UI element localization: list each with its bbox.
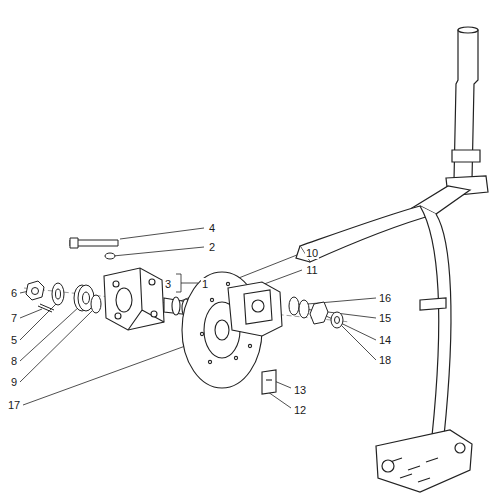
brake-disc bbox=[215, 320, 229, 340]
brake-caliper bbox=[244, 290, 272, 324]
washers bbox=[310, 302, 328, 324]
callout-number: 10 bbox=[305, 247, 319, 259]
washers bbox=[331, 312, 343, 328]
brake-disc bbox=[200, 332, 203, 335]
steering-fork bbox=[382, 460, 394, 472]
steering-fork bbox=[390, 458, 438, 482]
leader-line bbox=[322, 314, 376, 340]
steering-fork bbox=[300, 206, 436, 262]
small-parts bbox=[91, 295, 101, 313]
brake-disc bbox=[210, 298, 213, 301]
hub-body bbox=[151, 311, 157, 317]
small-parts bbox=[56, 289, 61, 299]
callout-number: 9 bbox=[10, 376, 18, 388]
callout-number: 12 bbox=[293, 404, 307, 416]
washers bbox=[289, 297, 299, 315]
steering-fork bbox=[420, 206, 451, 436]
callout-number: 14 bbox=[378, 334, 392, 346]
callout-number: 5 bbox=[10, 334, 18, 346]
brake-caliper bbox=[228, 282, 282, 394]
steering-fork bbox=[458, 27, 478, 33]
brake-caliper bbox=[262, 370, 276, 394]
hub-body bbox=[172, 297, 180, 315]
steering-fork bbox=[296, 27, 488, 492]
leader-line bbox=[20, 304, 56, 340]
small-parts bbox=[83, 292, 90, 304]
hub-body bbox=[116, 288, 132, 312]
callout-number: 15 bbox=[378, 312, 392, 324]
callout-number: 17 bbox=[7, 399, 21, 411]
brake-disc bbox=[226, 282, 229, 285]
brake-disc bbox=[234, 356, 237, 359]
leader-line bbox=[268, 392, 291, 408]
callout-number: 13 bbox=[293, 384, 307, 396]
brake-caliper bbox=[228, 282, 282, 336]
steering-fork bbox=[452, 150, 480, 162]
callout-number: 2 bbox=[208, 241, 216, 253]
callout-number: 11 bbox=[305, 264, 318, 276]
hub-body bbox=[104, 268, 164, 330]
callout-number: 7 bbox=[10, 312, 18, 324]
washers bbox=[335, 317, 340, 324]
hub-body bbox=[149, 279, 155, 285]
leader-line bbox=[113, 247, 204, 256]
small-parts bbox=[38, 304, 54, 312]
brake-disc bbox=[208, 360, 211, 363]
callout-number: 16 bbox=[378, 292, 392, 304]
leader-line bbox=[20, 311, 92, 382]
callout-number: 6 bbox=[10, 287, 18, 299]
brake-caliper bbox=[266, 379, 272, 380]
leader-line bbox=[23, 345, 188, 405]
washers bbox=[299, 300, 309, 318]
leader-line bbox=[20, 309, 42, 318]
steering-fork bbox=[455, 443, 465, 453]
washers bbox=[289, 297, 343, 328]
callout-number: 1 bbox=[201, 278, 209, 290]
steering-fork bbox=[376, 430, 472, 492]
small-parts bbox=[105, 253, 115, 259]
callout-number: 4 bbox=[208, 222, 216, 234]
hub-body bbox=[128, 268, 164, 330]
small-parts bbox=[70, 238, 78, 248]
brake-disc bbox=[248, 344, 251, 347]
steering-fork bbox=[420, 298, 446, 310]
callout-number: 3 bbox=[164, 278, 172, 290]
leader-line bbox=[120, 228, 204, 239]
small-parts bbox=[32, 288, 39, 295]
hub-body bbox=[113, 281, 119, 287]
leader-line bbox=[338, 322, 376, 360]
callout-number: 18 bbox=[378, 354, 392, 366]
hub-body bbox=[115, 313, 121, 319]
small-parts bbox=[26, 281, 44, 300]
callout-number: 8 bbox=[10, 355, 18, 367]
small-parts bbox=[52, 283, 64, 305]
brake-caliper bbox=[252, 300, 264, 312]
